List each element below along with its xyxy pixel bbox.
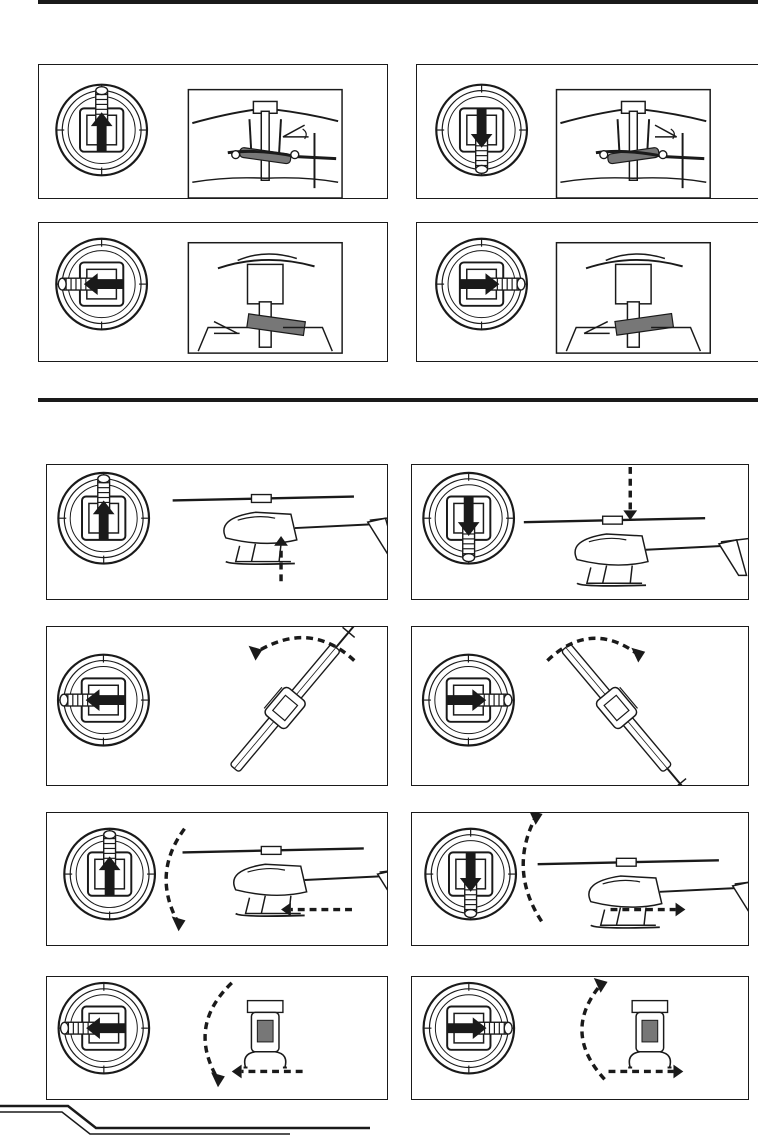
stick-gimbal-icon xyxy=(423,473,514,564)
swash-illustration xyxy=(188,90,342,198)
flight-panel-descend xyxy=(411,464,749,600)
stick-gimbal-icon xyxy=(436,85,527,176)
heli-side-illustration xyxy=(538,858,748,928)
flight-panel-pitch-back xyxy=(411,812,749,946)
curved-arrow-icon xyxy=(523,813,542,921)
flight-panel-yaw-right xyxy=(411,626,749,786)
stick-gimbal-icon xyxy=(64,829,155,920)
curved-arrow-icon xyxy=(205,983,232,1087)
flight-panel-yaw-left xyxy=(46,626,388,786)
curved-arrow-icon xyxy=(166,829,185,931)
footer-decoration xyxy=(0,1100,380,1136)
swash-panel-elevator-down xyxy=(416,64,758,199)
stick-gimbal-icon xyxy=(423,655,514,746)
heli-side-illustration xyxy=(524,516,748,586)
heli-side-illustration xyxy=(183,846,387,916)
top-rule xyxy=(38,0,758,4)
section-rule xyxy=(38,398,758,402)
dashed-arrow-right-icon xyxy=(609,1065,684,1079)
swash-panel-elevator-up xyxy=(38,64,388,199)
dashed-arrow-left-icon xyxy=(232,1065,303,1079)
swash-illustration xyxy=(556,243,710,353)
swash-illustration xyxy=(556,90,710,198)
stick-gimbal-icon xyxy=(59,983,150,1074)
swash-panel-aileron-left xyxy=(38,222,388,362)
stick-gimbal-icon xyxy=(56,239,147,330)
curved-arrow-icon xyxy=(582,978,608,1079)
stick-gimbal-icon xyxy=(56,85,147,176)
heli-front-illustration xyxy=(244,1001,287,1068)
dashed-arrow-down-icon xyxy=(623,467,637,520)
stick-gimbal-icon xyxy=(425,829,516,920)
stick-gimbal-icon xyxy=(424,983,515,1074)
flight-panel-climb xyxy=(46,464,388,600)
stick-gimbal-icon xyxy=(58,473,149,564)
heli-front-illustration xyxy=(628,1001,671,1068)
dashed-arrow-left-icon xyxy=(281,903,352,917)
swash-panel-aileron-right xyxy=(416,222,758,362)
stick-gimbal-icon xyxy=(436,239,527,330)
stick-gimbal-icon xyxy=(58,655,149,746)
flight-panel-roll-right xyxy=(411,976,749,1100)
swash-illustration xyxy=(188,243,342,353)
flight-panel-pitch-forward xyxy=(46,812,388,946)
curved-arrow-cw-icon xyxy=(547,638,645,662)
heli-top-illustration xyxy=(555,637,697,785)
flight-panel-roll-left xyxy=(46,976,388,1100)
